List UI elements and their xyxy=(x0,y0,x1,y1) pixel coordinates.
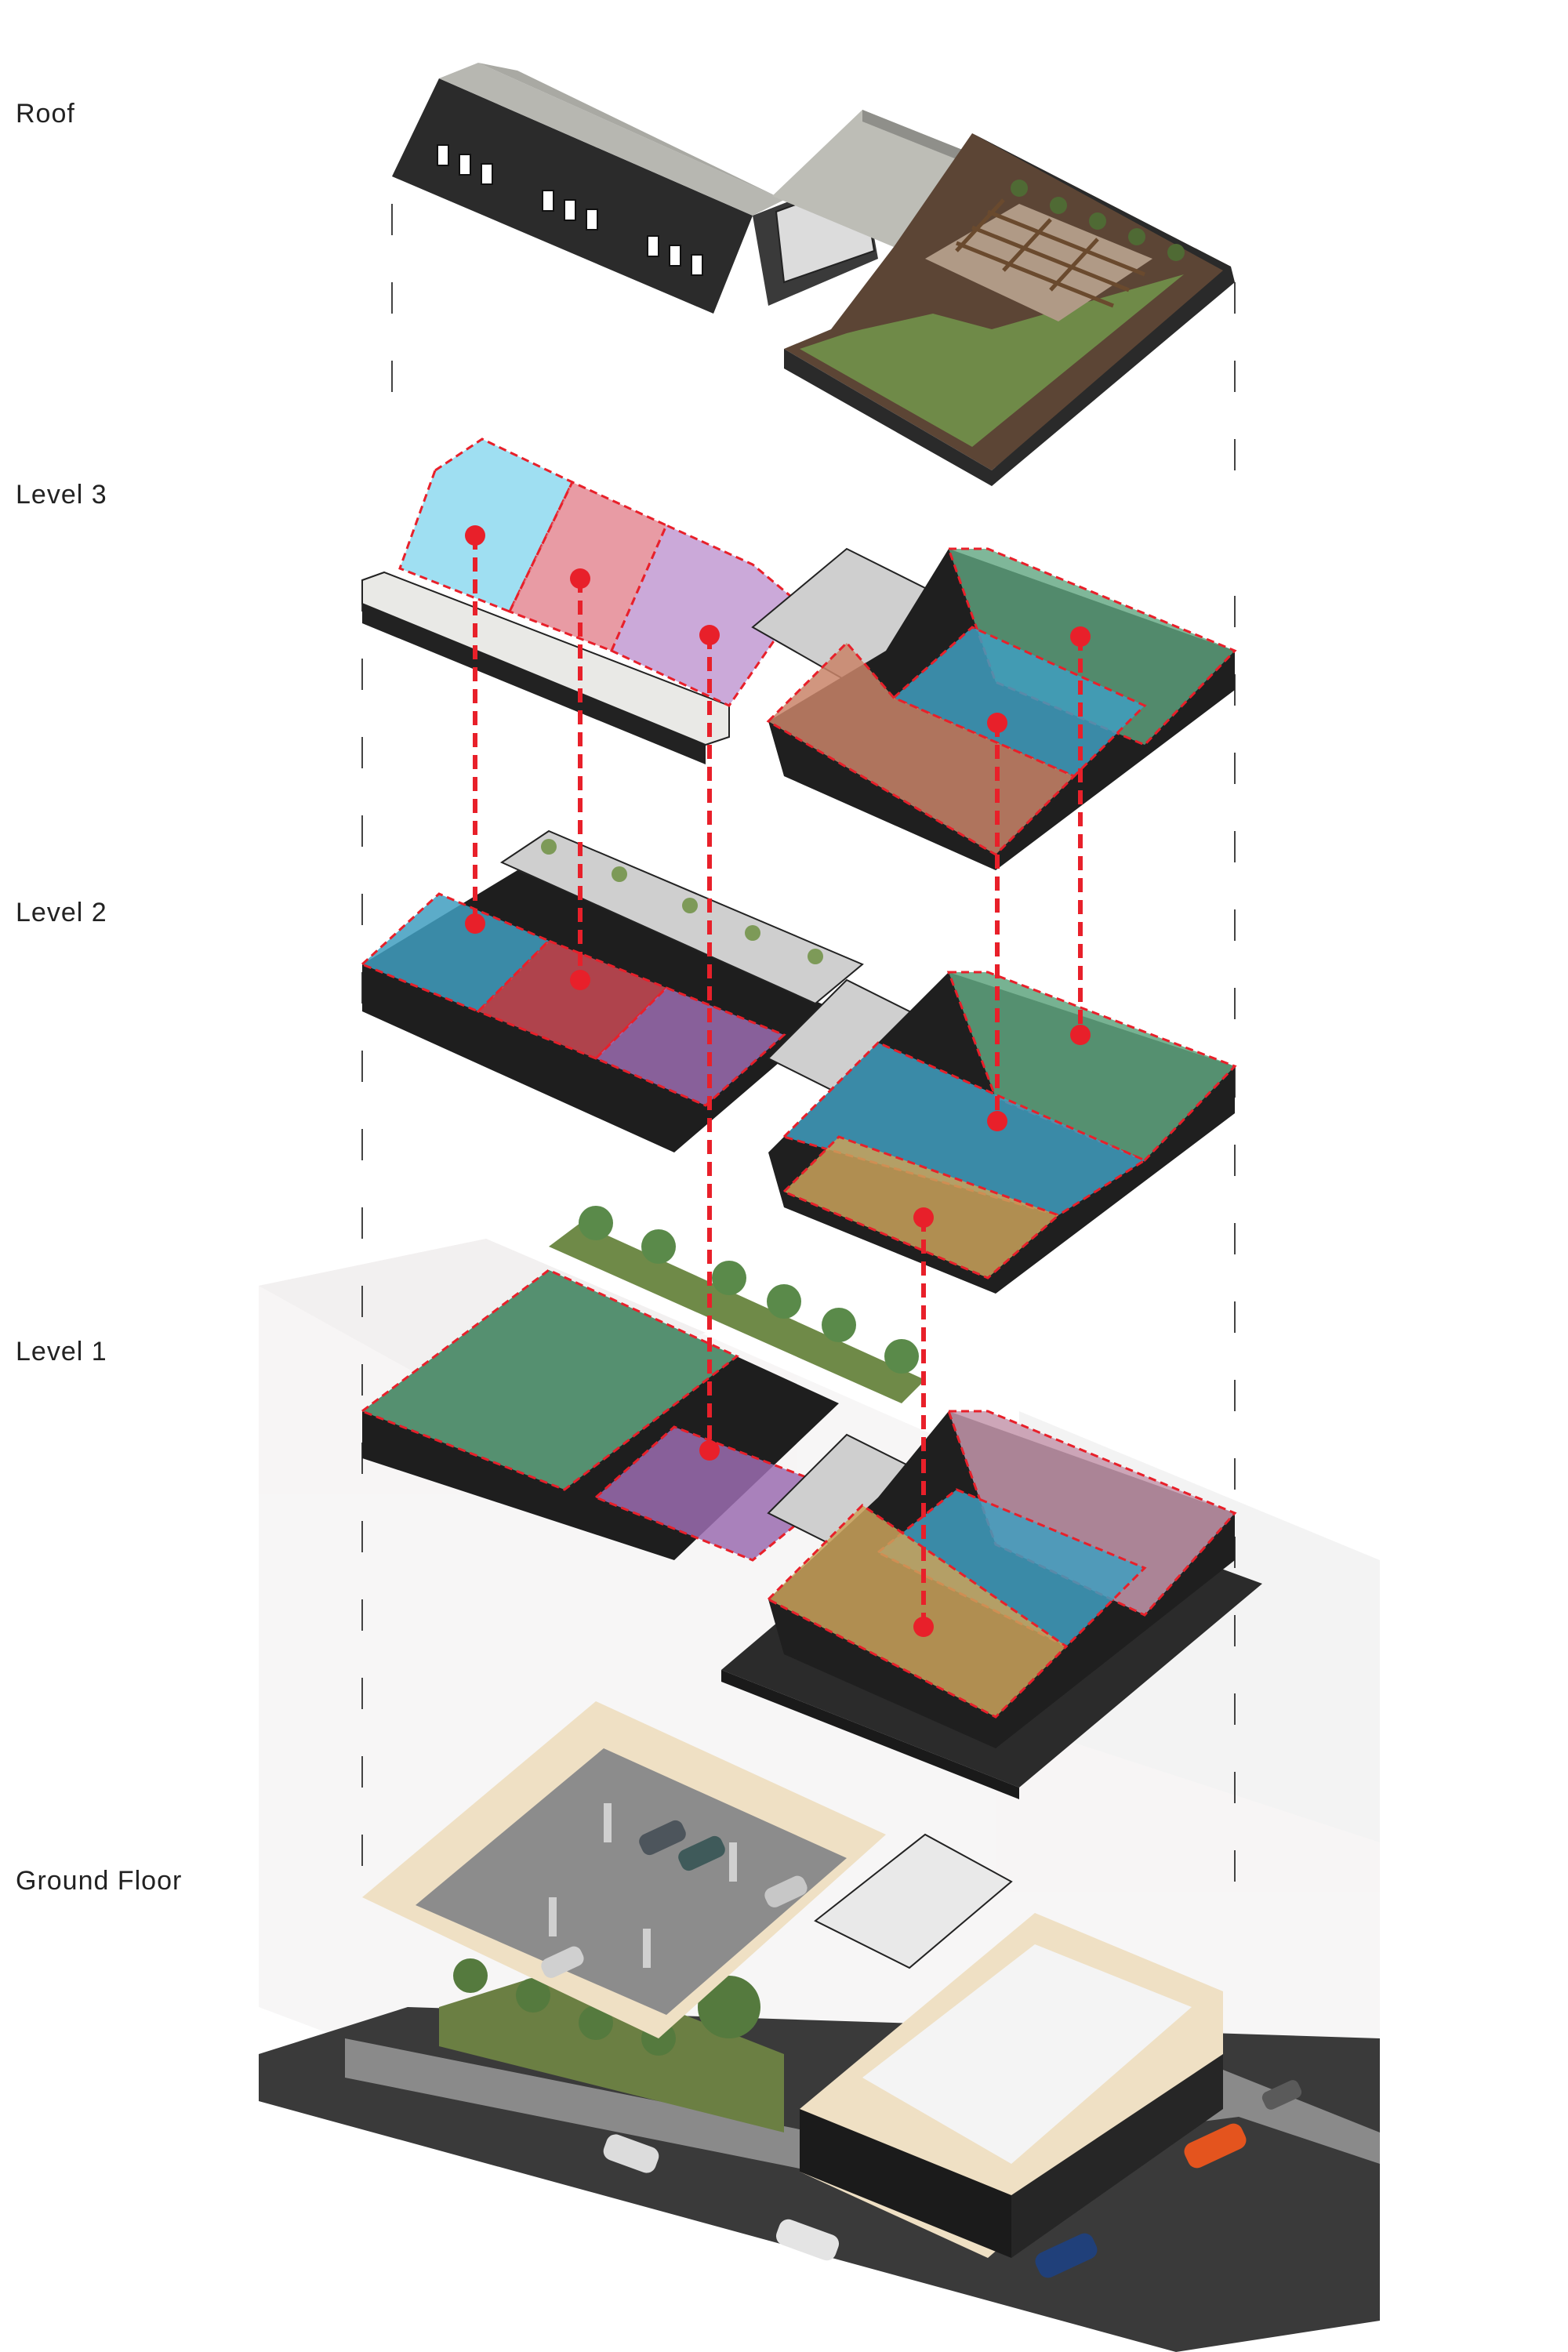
carpark-floor xyxy=(416,1748,847,2015)
l3-unit-pink xyxy=(507,481,668,652)
label-level-2: Level 2 xyxy=(16,898,107,927)
l2-unit-tan xyxy=(782,1135,1061,1279)
label-level-3: Level 3 xyxy=(16,480,107,510)
l1-green-roof-strip xyxy=(549,1223,925,1403)
marker-l2-blue-right xyxy=(987,1111,1007,1131)
marker-l1-tan xyxy=(913,1617,934,1637)
roof-terrace-lawn xyxy=(800,274,1184,447)
marker-l3-blue xyxy=(987,713,1007,733)
marker-l2-green xyxy=(1070,1025,1091,1045)
l2-unit-purple xyxy=(593,986,786,1107)
label-ground-floor: Ground Floor xyxy=(16,1866,183,1896)
parked-cars xyxy=(541,1820,808,1978)
l1-unit-blue xyxy=(876,1488,1147,1648)
marker-l3-pink xyxy=(570,568,590,589)
marker-l3-green xyxy=(1070,626,1091,647)
stair-core-ground xyxy=(814,1833,1013,1969)
level-3-plate xyxy=(361,437,1237,870)
l2-unit-green xyxy=(946,971,1237,1162)
carpark-columns xyxy=(549,1803,737,1968)
marker-l2-blue xyxy=(465,913,485,934)
l3-unit-purple xyxy=(610,524,802,707)
level-2-plate xyxy=(360,829,1237,1294)
l1-trees xyxy=(579,1206,919,1374)
l3-unit-blue xyxy=(891,626,1147,778)
l1-unit-tan xyxy=(766,1504,1069,1719)
l2-planters xyxy=(541,839,823,964)
marker-l2-red xyxy=(570,970,590,990)
retail-facade xyxy=(800,2109,1011,2258)
unit-markers xyxy=(465,525,1091,1637)
marker-l1-purple xyxy=(699,1440,720,1461)
level-1-plate xyxy=(359,1206,1262,1799)
label-roof: Roof xyxy=(16,99,75,129)
ground-floor-plate xyxy=(259,1701,1380,2352)
street-cars xyxy=(603,2080,1302,2278)
marker-l2-tan xyxy=(913,1207,934,1228)
l2-unit-blue xyxy=(360,892,551,1013)
unit-connectors xyxy=(473,535,1083,1627)
roof-gable-top xyxy=(439,63,784,216)
retail-floor xyxy=(862,1944,1192,2164)
roof-plate xyxy=(392,63,1235,486)
label-level-1: Level 1 xyxy=(16,1337,107,1367)
marker-l3-purple xyxy=(699,625,720,645)
l1-unit-green xyxy=(359,1269,739,1491)
guide-lines xyxy=(361,204,1236,1905)
pergola xyxy=(955,198,1145,308)
marker-l3-lightblue xyxy=(465,525,485,546)
retail-facade-side xyxy=(1011,2054,1223,2258)
roof-gable-side xyxy=(392,78,753,314)
